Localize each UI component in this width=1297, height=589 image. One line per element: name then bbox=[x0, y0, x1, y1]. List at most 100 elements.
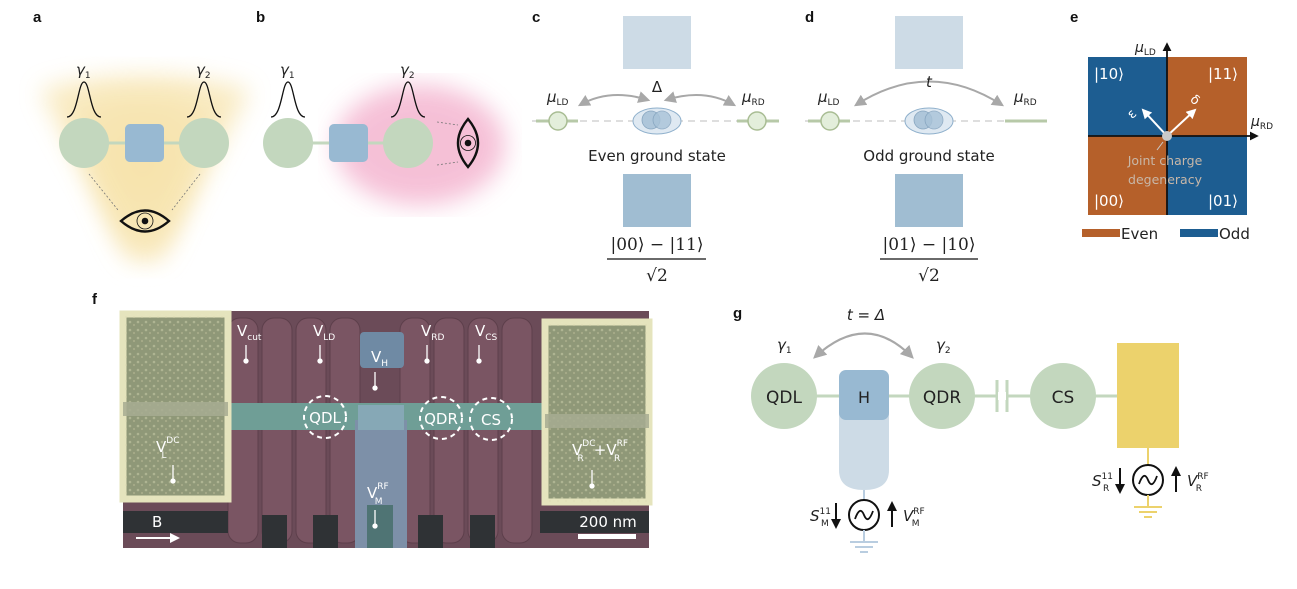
epsilon-arrow bbox=[1141, 108, 1168, 137]
panel-label-g: g bbox=[733, 305, 742, 322]
excited-state-bar bbox=[895, 16, 963, 69]
coupling-label: t = Δ bbox=[847, 306, 885, 324]
ground-state-caption: Odd ground state bbox=[863, 147, 994, 165]
cs-label: CS bbox=[481, 411, 501, 429]
panel-label-e: e bbox=[1070, 9, 1078, 26]
legend-swatch-even bbox=[1082, 229, 1120, 237]
quadrant-00 bbox=[1088, 136, 1167, 215]
eye-icon-vertical bbox=[456, 117, 480, 169]
ground-m-icon bbox=[850, 541, 878, 553]
tunneling-arrow bbox=[853, 80, 1005, 107]
gamma1-label: γ1 bbox=[777, 336, 792, 356]
v-cs-label: VCS bbox=[475, 322, 498, 343]
node-qdr: QDR bbox=[923, 388, 961, 408]
field-label: B bbox=[152, 513, 162, 531]
x-axis-label: μRD bbox=[1250, 114, 1273, 132]
rf-source-m-icon bbox=[848, 499, 880, 531]
qdl-marker bbox=[303, 395, 347, 439]
gamma2-label: γ2 bbox=[196, 61, 211, 81]
qdr-label: QDR bbox=[424, 410, 458, 428]
hybrid-segment bbox=[125, 124, 164, 162]
delta-label: Δ bbox=[652, 78, 663, 96]
gamma2-label: γ2 bbox=[400, 61, 415, 81]
right-dot-level bbox=[747, 111, 767, 131]
gamma1-label: γ1 bbox=[76, 61, 91, 81]
panel-f: f bbox=[92, 291, 653, 548]
node-qdl: QDL bbox=[766, 388, 802, 408]
ground-state-bar bbox=[623, 174, 691, 227]
annotation-line2: degeneracy bbox=[1128, 172, 1203, 187]
ground-state-bar bbox=[895, 174, 963, 227]
node-qdl-circle bbox=[751, 363, 817, 429]
ground-r-icon bbox=[1134, 506, 1162, 518]
capacitor-gap bbox=[998, 392, 1006, 400]
legend-odd: Odd bbox=[1219, 225, 1250, 243]
panel-label-c: c bbox=[532, 9, 540, 26]
panel-b: b γ1 γ2 bbox=[256, 9, 505, 205]
legend-even: Even bbox=[1121, 225, 1158, 243]
mu-rd-label: μRD bbox=[1013, 88, 1037, 108]
legend-swatch-odd bbox=[1180, 229, 1218, 237]
right-dot bbox=[383, 118, 433, 168]
right-dot bbox=[179, 118, 229, 168]
node-cs: CS bbox=[1052, 388, 1075, 408]
node-qdr-circle bbox=[909, 363, 975, 429]
v-ld-label: VLD bbox=[313, 322, 335, 343]
panel-a: a γ1 γ2 bbox=[33, 9, 250, 270]
resonator bbox=[1117, 343, 1179, 448]
ground-state-caption: Even ground state bbox=[588, 147, 726, 165]
gamma1-label: γ1 bbox=[280, 61, 295, 81]
sem-micrograph bbox=[119, 310, 653, 548]
annotation-pointer bbox=[1156, 141, 1164, 151]
rf-source-r-icon bbox=[1132, 464, 1164, 496]
panel-label-a: a bbox=[33, 9, 42, 26]
panel-label-f: f bbox=[92, 291, 98, 308]
majorana-wavefunction-2 bbox=[390, 81, 426, 118]
left-dot-level bbox=[548, 111, 568, 131]
v-h-label: VH bbox=[371, 348, 388, 369]
state-01: |01⟩ bbox=[1208, 192, 1238, 210]
annotation-line1: Joint charge bbox=[1127, 153, 1203, 168]
majorana-wavefunction-1 bbox=[66, 81, 102, 118]
majorana-wavefunction-1 bbox=[270, 81, 306, 118]
cs-marker bbox=[469, 397, 513, 441]
hybrid-orbital bbox=[632, 107, 682, 135]
mu-rd-label: μRD bbox=[741, 88, 765, 108]
coupling-arrow-right bbox=[663, 91, 737, 107]
mu-ld-label: μLD bbox=[817, 88, 840, 108]
coupling-arrow bbox=[813, 332, 914, 359]
state-00: |00⟩ bbox=[1094, 192, 1124, 210]
scale-bar bbox=[578, 534, 636, 539]
state-denominator: √2 bbox=[918, 266, 940, 286]
panel-label-d: d bbox=[805, 9, 814, 26]
panel-e: e μLD μRD |10⟩ |11⟩ |00⟩ |01⟩ ε δ Joint … bbox=[1070, 9, 1273, 243]
delta-arrow bbox=[1166, 108, 1197, 137]
v-rd-label: VRD bbox=[421, 322, 445, 343]
panel-c: c Δ μLD μRD Even ground state |00⟩ − |11… bbox=[532, 9, 782, 286]
gate-pointers bbox=[170, 345, 595, 529]
state-denominator: √2 bbox=[646, 266, 668, 286]
majorana-wavefunction-2 bbox=[186, 81, 222, 118]
left-dot bbox=[263, 118, 313, 168]
mu-ld-label: μLD bbox=[546, 88, 569, 108]
scale-bar-label: 200 nm bbox=[579, 513, 637, 531]
quadrant-01 bbox=[1167, 136, 1247, 215]
state-10: |10⟩ bbox=[1094, 65, 1124, 83]
eye-icon bbox=[119, 209, 171, 233]
y-axis-label: μLD bbox=[1134, 40, 1156, 58]
hybrid-node bbox=[839, 370, 889, 420]
state-numerator: |00⟩ − |11⟩ bbox=[610, 235, 703, 255]
excited-state-bar bbox=[623, 16, 691, 69]
hybrid-orbital bbox=[904, 107, 954, 135]
panel-label-b: b bbox=[256, 9, 265, 26]
qdr-marker bbox=[419, 396, 463, 440]
sight-line-top bbox=[436, 121, 459, 126]
